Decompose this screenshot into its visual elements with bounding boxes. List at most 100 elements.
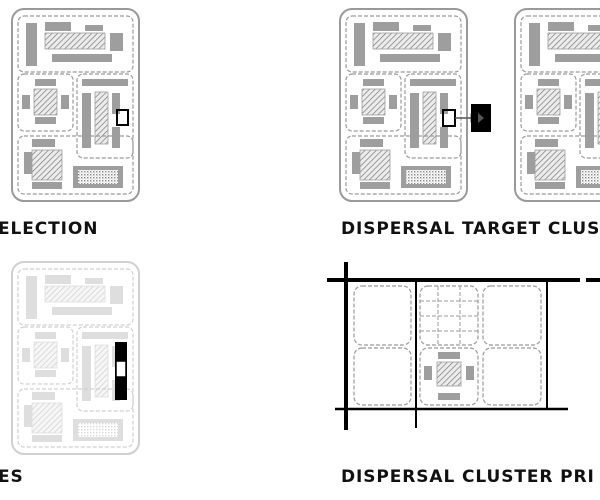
selected-parcel-outline xyxy=(116,109,129,126)
building-small xyxy=(373,22,399,31)
parcel-bottom xyxy=(345,135,462,195)
courtyard xyxy=(372,32,434,50)
caption-dispersal-cluster-plan: DISPERSAL CLUSTER PRI xyxy=(341,467,595,487)
building-bar xyxy=(82,79,128,86)
courtyard xyxy=(33,88,58,116)
building-small xyxy=(22,95,30,109)
parking-area xyxy=(406,170,446,184)
building-small xyxy=(350,95,358,109)
courtyard xyxy=(94,344,109,398)
building-small xyxy=(363,79,384,86)
courtyard xyxy=(534,149,566,181)
plot-bottom-middle-building xyxy=(419,347,479,406)
building-small xyxy=(85,25,103,31)
parcel-bottom xyxy=(520,135,600,195)
building-bar xyxy=(555,54,600,62)
building-small xyxy=(535,139,558,147)
parcel-top xyxy=(17,15,134,73)
building-small xyxy=(24,152,32,174)
courtyard xyxy=(44,32,106,50)
building-small xyxy=(527,152,535,174)
dispersal-marker xyxy=(442,104,491,132)
courtyard xyxy=(422,91,437,145)
building-small xyxy=(389,95,397,109)
parcel-middle-left xyxy=(17,326,74,385)
caption-cluster-selection: ELECTION xyxy=(0,219,99,239)
building-bar xyxy=(410,79,456,86)
panel-dispersal-cluster-plan xyxy=(327,262,600,430)
building-small xyxy=(110,286,123,304)
panel-dispersal-target xyxy=(339,8,468,202)
building-small xyxy=(35,79,56,86)
plot-top-middle-grid xyxy=(419,285,479,346)
building-small xyxy=(22,348,30,362)
target-arrow-tip xyxy=(478,113,484,123)
building-bar xyxy=(529,23,540,66)
parcel-top xyxy=(17,268,134,326)
building-bar xyxy=(52,54,112,62)
parking-area xyxy=(78,170,118,184)
building-small xyxy=(440,127,448,148)
parcel-middle-left xyxy=(345,73,402,132)
building-small xyxy=(45,22,71,31)
cluster-outline xyxy=(11,8,140,202)
courtyard xyxy=(547,32,600,50)
building-small xyxy=(35,370,56,377)
highlight-parcel xyxy=(115,360,127,378)
parking-area xyxy=(581,170,600,184)
building-small xyxy=(352,152,360,174)
plot-bottom-right xyxy=(482,347,542,406)
parcel-bottom xyxy=(17,388,134,448)
caption-faded-cluster: ES xyxy=(0,467,24,487)
building-small xyxy=(438,33,451,51)
building-bar xyxy=(26,23,37,66)
courtyard xyxy=(536,88,561,116)
courtyard xyxy=(597,91,600,145)
courtyard xyxy=(31,402,63,434)
parcel-middle-right xyxy=(404,73,462,159)
building-small xyxy=(588,25,600,31)
building-bar xyxy=(52,307,112,315)
cluster-outline xyxy=(11,261,140,455)
plot-bottom-left xyxy=(353,347,412,406)
building-small xyxy=(535,182,565,189)
building-bar xyxy=(82,346,91,401)
panel-faded-cluster xyxy=(11,261,140,455)
building-small xyxy=(538,79,559,86)
building-bar xyxy=(82,332,128,339)
building-bar xyxy=(410,93,419,148)
parcel-bottom xyxy=(17,135,134,195)
building-small xyxy=(112,127,120,148)
building-small xyxy=(538,117,559,124)
building-bar xyxy=(82,93,91,148)
parcel-top xyxy=(345,15,462,73)
courtyard xyxy=(359,149,391,181)
courtyard xyxy=(33,341,58,369)
building-small xyxy=(35,117,56,124)
building-small xyxy=(440,93,448,114)
caption-dispersal-target: DISPERSAL TARGET CLUS xyxy=(341,219,600,239)
cluster-outline xyxy=(339,8,468,202)
building-small xyxy=(360,139,383,147)
building-small xyxy=(61,348,69,362)
courtyard xyxy=(44,285,106,303)
building-small xyxy=(45,275,71,284)
cluster-outline xyxy=(514,8,600,202)
courtyard xyxy=(361,88,386,116)
building-small xyxy=(363,117,384,124)
panel-cluster-selection xyxy=(11,8,140,202)
building-bar xyxy=(585,79,600,86)
road-network xyxy=(327,262,600,430)
building-small xyxy=(85,278,103,284)
building-small xyxy=(548,22,574,31)
building-small xyxy=(110,33,123,51)
parcel-middle-left xyxy=(520,73,577,132)
building-small xyxy=(32,435,62,442)
building-small xyxy=(35,332,56,339)
building-small xyxy=(413,25,431,31)
parcel-middle-right xyxy=(76,73,134,159)
building-bar xyxy=(354,23,365,66)
building-small xyxy=(61,95,69,109)
courtyard xyxy=(94,91,109,145)
